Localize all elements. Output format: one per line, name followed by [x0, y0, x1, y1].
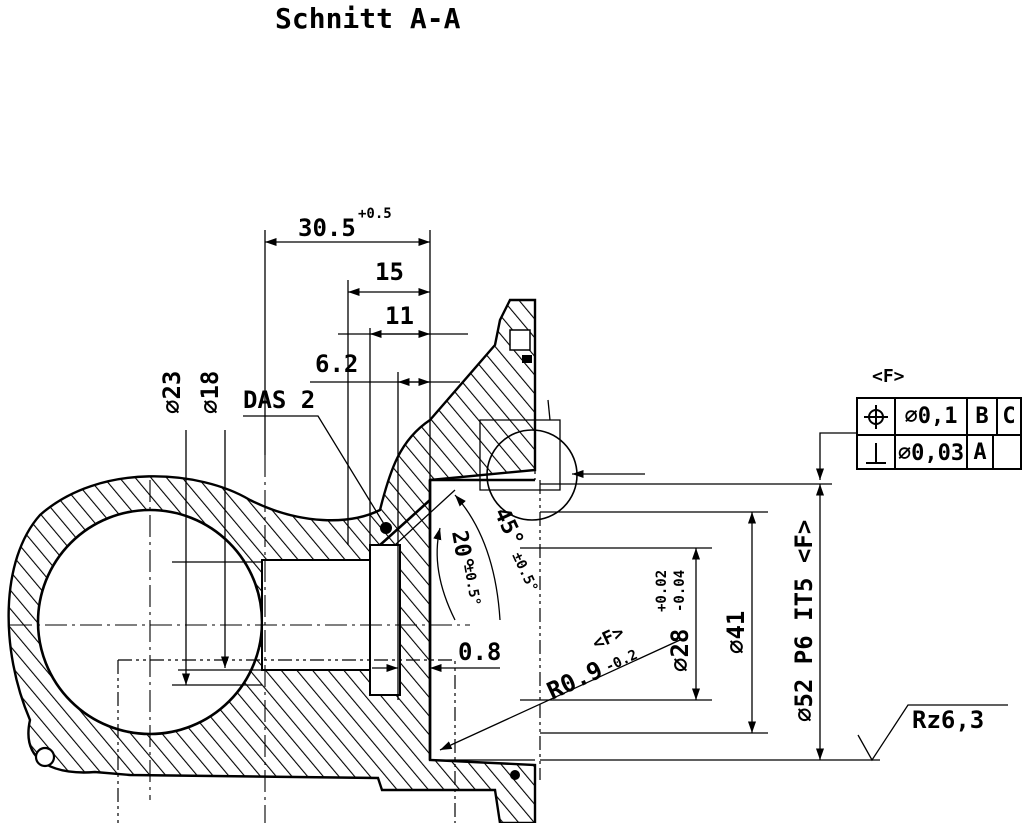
dim-dia-18: ⌀18: [178, 371, 262, 671]
svg-text:±0.5°: ±0.5°: [508, 550, 540, 595]
svg-text:±0.5°: ±0.5°: [460, 563, 483, 607]
dim-15: 15: [347, 258, 430, 545]
dim-dia-23: ⌀23: [158, 371, 262, 686]
svg-text:0.8: 0.8: [458, 638, 501, 666]
svg-text:<F>: <F>: [589, 622, 627, 655]
svg-text:⌀23: ⌀23: [158, 371, 186, 414]
svg-text:Rz6,3: Rz6,3: [912, 706, 984, 734]
svg-text:⌀18: ⌀18: [196, 371, 224, 414]
channel: [261, 559, 371, 671]
surface-finish: Rz6,3: [857, 704, 1008, 762]
drawing-title: Schnitt A-A: [275, 2, 461, 35]
tolerance-row-position: ⌀0,1 B C: [858, 399, 1020, 436]
svg-text:⌀28: ⌀28: [666, 629, 694, 672]
svg-text:+0.5: +0.5: [358, 206, 392, 222]
svg-text:45°: 45°: [489, 504, 528, 551]
datum-b: B: [968, 399, 998, 434]
svg-text:+0.02: +0.02: [654, 570, 670, 612]
datum-a: A: [968, 436, 994, 470]
svg-text:⌀41: ⌀41: [722, 611, 750, 654]
dim-11: 11: [338, 302, 468, 545]
perpendicularity-icon: [858, 436, 896, 470]
gap: [369, 544, 401, 696]
svg-text:-0.04: -0.04: [672, 570, 688, 612]
svg-text:-0.2: -0.2: [603, 647, 640, 676]
svg-text:R0.9: R0.9: [543, 656, 607, 706]
svg-text:⌀52 P6 IT5 <F>: ⌀52 P6 IT5 <F>: [790, 520, 818, 722]
position-icon: [858, 399, 896, 434]
datum-c: C: [1002, 404, 1016, 429]
dim-dia-41: ⌀41: [540, 511, 768, 734]
svg-text:15: 15: [375, 258, 404, 286]
svg-text:11: 11: [385, 302, 414, 330]
svg-text:DAS 2: DAS 2: [243, 386, 315, 414]
position-value: 0,1: [917, 404, 958, 429]
tolerance-row-perpendicularity: ⌀0,03 A: [858, 436, 994, 470]
dim-dia-28: ⌀28 +0.02 -0.04: [520, 547, 712, 701]
angle-20: 20° ±0.5°: [433, 527, 483, 621]
dim-0-8: 0.8: [372, 638, 501, 673]
small-hole: [34, 746, 56, 768]
das-label: DAS 2: [243, 386, 385, 525]
dim-6-2: 6.2: [310, 350, 460, 700]
ref-f-label: <F>: [872, 366, 905, 387]
svg-text:6.2: 6.2: [315, 350, 358, 378]
perpendicularity-value: 0,03: [911, 440, 965, 466]
tolerance-frame: ⌀0,1 B C ⌀0,03 A: [856, 397, 1022, 470]
dim-30-5: 30.5 +0.5: [264, 206, 431, 480]
dim-dia-52: ⌀52 P6 IT5 <F>: [540, 483, 880, 761]
svg-text:30.5: 30.5: [298, 214, 356, 242]
